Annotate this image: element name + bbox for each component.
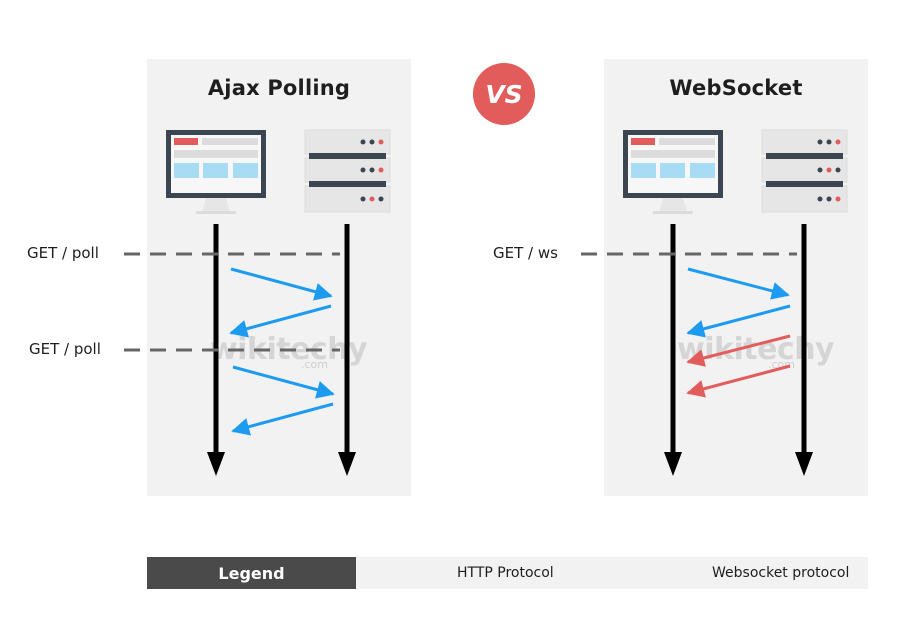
http-arrow-right-1	[687, 267, 790, 300]
get-poll-label-1: GET / poll	[27, 244, 99, 262]
legend: Legend HTTP Protocol Websocket protocol	[147, 557, 868, 589]
ws-arrow-right-2	[686, 364, 791, 398]
http-arrow-left-4	[231, 402, 334, 436]
get-poll-label-2: GET / poll	[29, 340, 101, 358]
get-ws-label: GET / ws	[493, 244, 558, 262]
timeline-server-left	[338, 224, 356, 476]
timeline-server-right	[795, 224, 813, 476]
http-arrow-left-3	[232, 365, 335, 399]
legend-title: Legend	[147, 557, 356, 589]
ws-arrow-right-1	[686, 334, 791, 367]
timeline-client-right	[664, 224, 682, 476]
server-icon-left	[304, 129, 391, 213]
watermark-left-sub: .com	[301, 358, 328, 371]
ajax-polling-title: Ajax Polling	[207, 76, 351, 100]
websocket-title: WebSocket	[669, 76, 803, 100]
legend-http-label: HTTP Protocol	[457, 565, 554, 581]
http-arrow-right-2	[686, 304, 791, 338]
http-arrow-left-2	[229, 304, 332, 338]
vs-badge: VS	[473, 63, 535, 125]
client-monitor-icon-right	[623, 130, 723, 214]
timeline-client-left	[207, 224, 225, 476]
http-arrow-left-1	[230, 267, 333, 301]
server-icon-right	[761, 129, 848, 213]
legend-ws-label: Websocket protocol	[712, 565, 850, 581]
client-monitor-icon-left	[166, 130, 266, 214]
